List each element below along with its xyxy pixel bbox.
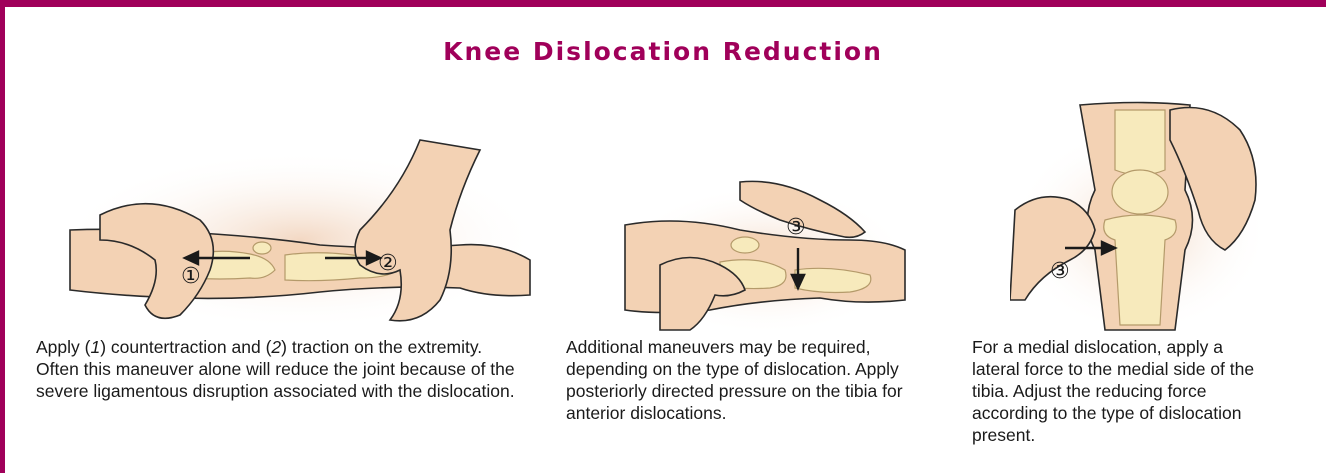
caption-ref-1: 1 — [90, 337, 100, 357]
caption-text: Apply ( — [36, 337, 90, 357]
caption-traction: Apply (1) countertraction and (2) tracti… — [36, 336, 516, 402]
marker-2: ② — [378, 251, 398, 276]
figure-title: Knee Dislocation Reduction — [0, 37, 1326, 66]
panel-anterior: ③ — [620, 170, 910, 335]
caption-anterior: Additional maneuvers may be required, de… — [566, 336, 926, 424]
caption-text: ) countertraction and ( — [100, 337, 271, 357]
caption-text: For a medial dislocation, apply a latera… — [972, 337, 1254, 445]
medial-force-illustration: ③ — [1010, 100, 1270, 335]
panel-traction: ① ② — [60, 120, 540, 335]
marker-3: ③ — [786, 215, 806, 240]
traction-illustration: ① ② — [60, 120, 540, 335]
marker-3: ③ — [1050, 259, 1070, 284]
caption-ref-2: 2 — [271, 337, 281, 357]
marker-1: ① — [181, 264, 201, 289]
anterior-pressure-illustration: ③ — [620, 170, 910, 335]
panel-medial: ③ — [1010, 100, 1270, 335]
caption-medial: For a medial dislocation, apply a latera… — [972, 336, 1272, 446]
caption-text: Additional maneuvers may be required, de… — [566, 337, 903, 423]
